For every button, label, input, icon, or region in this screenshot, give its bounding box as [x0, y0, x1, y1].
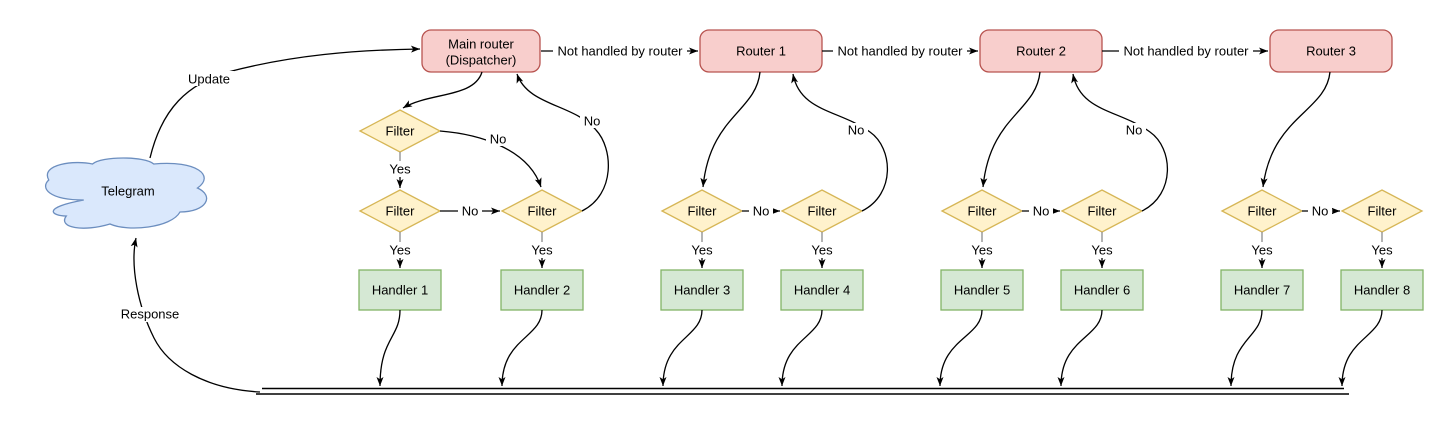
handler5-to-bus-edge [936, 309, 983, 387]
handler-3-label: Handler 3 [674, 283, 730, 298]
handler-7-label: Handler 7 [1234, 283, 1290, 298]
handler-5-label: Handler 5 [954, 283, 1010, 298]
handler-8-label: Handler 8 [1354, 283, 1410, 298]
filter-diamond-router3-right: Filter [1340, 189, 1424, 233]
yes-label: Yes [1371, 243, 1393, 258]
filter-label: Filter [386, 124, 416, 139]
router1-to-filter-edge [700, 71, 761, 188]
yes-label: Yes [1251, 243, 1273, 258]
no-label: No [1126, 123, 1143, 138]
yes-label: Yes [389, 243, 411, 258]
handler4-to-bus-edge [778, 309, 823, 387]
dispatcher-box [421, 29, 541, 73]
edges [130, 45, 1386, 395]
no-label: No [1312, 204, 1329, 219]
dispatcher-no-loop-edge [516, 73, 609, 212]
router-node-1: Router 1 [699, 29, 823, 73]
filter-label: Filter [1368, 204, 1398, 219]
filter-label: Filter [528, 204, 558, 219]
handler-1-label: Handler 1 [372, 283, 428, 298]
edge-labels: Update Response Not handled by router No… [119, 43, 1393, 322]
handler-4-label: Handler 4 [794, 283, 850, 298]
dispatcher-node: Main router (Dispatcher) [421, 29, 541, 73]
handler-node-4: Handler 4 [780, 269, 864, 311]
handler-node-8: Handler 8 [1340, 269, 1424, 311]
filter-diamond-router1-right: Filter [780, 189, 864, 233]
not-handled-label-1: Not handled by router [557, 44, 683, 59]
router-3-box [1269, 29, 1393, 73]
handler-2-label: Handler 2 [514, 283, 570, 298]
filter-label: Filter [1088, 204, 1118, 219]
router-1-label: Router 1 [736, 44, 786, 59]
filter-diamond-dispatcher-left: Filter [358, 189, 442, 233]
yes-label: Yes [531, 243, 553, 258]
handler-node-2: Handler 2 [500, 269, 584, 311]
handler-node-7: Handler 7 [1220, 269, 1304, 311]
not-handled-label-2: Not handled by router [837, 44, 963, 59]
filter-diamond-dispatcher-right: Filter [500, 189, 584, 233]
yes-label: Yes [811, 243, 833, 258]
not-handled-label-3: Not handled by router [1123, 44, 1249, 59]
response-bus-line [256, 387, 1349, 395]
filter-diamond-router1-left: Filter [660, 189, 744, 233]
filter-diamond-router2-right: Filter [1060, 189, 1144, 233]
yes-label: Yes [971, 243, 993, 258]
router-3-label: Router 3 [1306, 44, 1356, 59]
handler-node-6: Handler 6 [1060, 269, 1144, 311]
router-2-label: Router 2 [1016, 44, 1066, 59]
filter-label: Filter [968, 204, 998, 219]
cloud-shape-icon [44, 157, 208, 229]
filter-label: Filter [808, 204, 838, 219]
telegram-cloud-node: Telegram [44, 157, 208, 229]
router1-no-loop-edge [791, 73, 889, 212]
router2-to-filter-edge [980, 71, 1041, 188]
handler8-to-bus-edge [1338, 309, 1383, 387]
filter-label: Filter [386, 204, 416, 219]
no-label: No [848, 123, 865, 138]
filter-label: Filter [688, 204, 718, 219]
no-label: No [490, 132, 507, 147]
filter-label: Filter [1248, 204, 1278, 219]
router-node-3: Router 3 [1269, 29, 1393, 73]
no-label: No [753, 204, 770, 219]
yes-label: Yes [691, 243, 713, 258]
router2-no-loop-edge [1071, 73, 1169, 212]
yes-label: Yes [1091, 243, 1113, 258]
no-label: No [1033, 204, 1050, 219]
filter-diamond-router3-left: Filter [1220, 189, 1304, 233]
dispatcher-label-line2: (Dispatcher) [446, 53, 517, 68]
dispatcher-label-line1: Main router [448, 37, 514, 52]
router3-to-filter-edge [1260, 71, 1331, 188]
handler-node-1: Handler 1 [358, 269, 442, 311]
handler3-to-bus-edge [659, 309, 703, 387]
handler2-to-bus-edge [498, 309, 543, 387]
handler-node-3: Handler 3 [660, 269, 744, 311]
handler6-to-bus-edge [1057, 309, 1103, 387]
handler-node-5: Handler 5 [940, 269, 1024, 311]
dispatcher-to-filter-edge [402, 71, 483, 109]
yes-label: Yes [389, 162, 411, 177]
router-node-2: Router 2 [979, 29, 1103, 73]
telegram-label: Telegram [101, 184, 154, 199]
handler7-to-bus-edge [1227, 309, 1263, 387]
no-label: No [462, 204, 479, 219]
response-edge [130, 237, 261, 393]
filter-diamond-dispatcher-top: Filter [358, 109, 442, 153]
handler1-to-bus-edge [376, 309, 401, 387]
update-label: Update [188, 72, 230, 87]
no-label: No [584, 114, 601, 129]
handler-6-label: Handler 6 [1074, 283, 1130, 298]
response-label: Response [121, 307, 180, 322]
filter-diamond-router2-left: Filter [940, 189, 1024, 233]
